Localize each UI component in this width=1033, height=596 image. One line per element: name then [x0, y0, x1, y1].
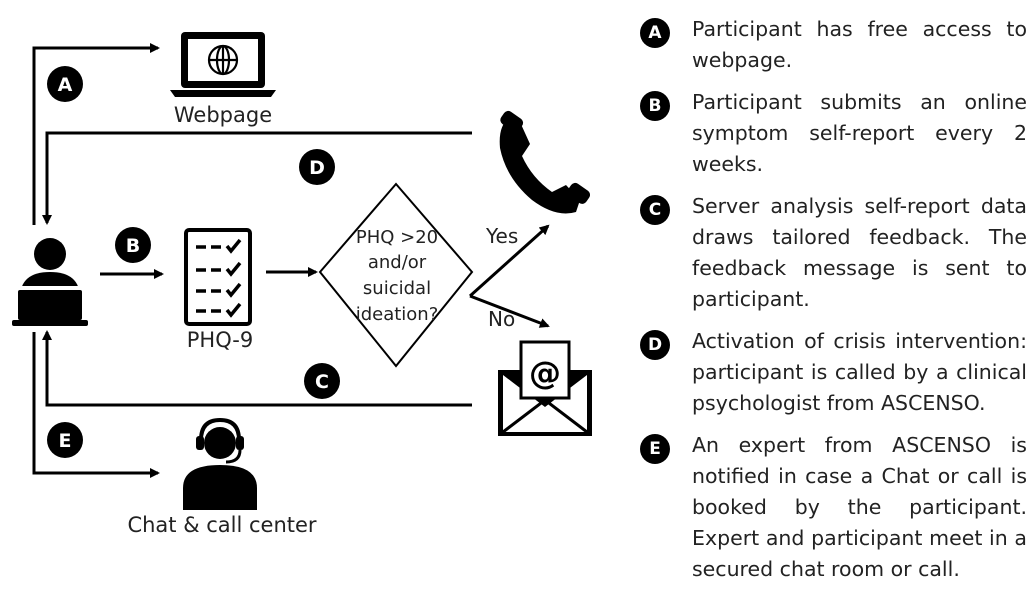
decision-line-3: suicidal	[363, 278, 431, 299]
participant-icon	[12, 238, 88, 326]
yes-label: Yes	[485, 224, 518, 248]
svg-text:D: D	[309, 157, 325, 179]
legend: A Participant has free access to webpage…	[632, 14, 1027, 596]
legend-text-a: Participant has free access to webpage.	[692, 17, 1027, 72]
decision-text: PHQ >20 and/or suicidal ideation?	[356, 227, 439, 325]
badge-a: A	[47, 66, 83, 102]
legend-badge-e: E	[640, 434, 670, 464]
decision-line-1: PHQ >20	[356, 227, 438, 248]
globe-icon	[207, 44, 239, 76]
no-label: No	[488, 307, 515, 331]
legend-text-e: An expert from ASCENSO is notified in ca…	[692, 433, 1027, 581]
badge-e: E	[47, 422, 83, 458]
legend-badge-b: B	[640, 91, 670, 121]
badge-b: B	[115, 227, 151, 263]
arrow-c-from-email	[42, 330, 472, 407]
svg-text:A: A	[58, 74, 73, 96]
legend-item-c: C Server analysis self-report data draws…	[632, 191, 1027, 315]
legend-badge-d: D	[640, 330, 670, 360]
decision-line-2: and/or	[368, 252, 427, 273]
legend-item-a: A Participant has free access to webpage…	[632, 14, 1027, 76]
decision-line-4: ideation?	[356, 304, 439, 325]
phone-icon	[499, 110, 591, 214]
arrow-yes-to-phone	[468, 224, 550, 298]
flow-diagram: Webpage PHQ-9 PHQ >20 and/or suicidal id…	[12, 32, 592, 537]
legend-text-d: Activation of crisis intervention: parti…	[692, 329, 1027, 415]
badge-c: C	[304, 363, 340, 399]
checklist-icon	[184, 228, 252, 326]
connectors	[32, 43, 550, 478]
badge-d: D	[299, 149, 335, 185]
email-icon: @	[498, 340, 592, 436]
decision-diamond	[318, 182, 474, 368]
chat-center-label: Chat & call center	[127, 513, 316, 537]
legend-text-c: Server analysis self-report data draws t…	[692, 194, 1027, 311]
laptop-icon	[170, 32, 276, 97]
legend-text-b: Participant submits an online symptom se…	[692, 90, 1027, 176]
legend-badge-c: C	[640, 195, 670, 225]
legend-item-b: B Participant submits an online symptom …	[632, 87, 1027, 180]
webpage-label: Webpage	[174, 103, 272, 127]
svg-text:C: C	[315, 371, 329, 393]
at-sign-icon: @	[529, 354, 561, 392]
svg-text:B: B	[126, 235, 140, 257]
legend-item-e: E An expert from ASCENSO is notified in …	[632, 430, 1027, 585]
svg-text:E: E	[59, 430, 72, 452]
legend-badge-a: A	[640, 18, 670, 48]
arrow-no-to-email	[469, 294, 550, 328]
arrow-d-from-phone	[42, 131, 472, 225]
arrow-e-to-chat	[32, 332, 160, 478]
phq9-label: PHQ-9	[187, 328, 254, 352]
arrow-a-to-webpage	[32, 43, 160, 225]
legend-item-d: D Activation of crisis intervention: par…	[632, 326, 1027, 419]
headset-icon	[183, 417, 257, 510]
